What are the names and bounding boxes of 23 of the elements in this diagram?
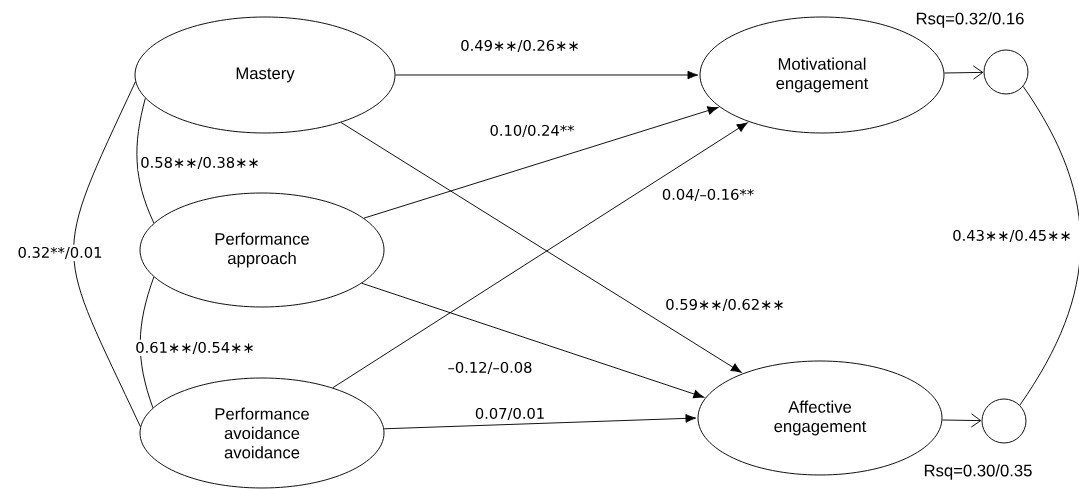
edge-label: 0.10/0.24** <box>487 122 577 140</box>
edge-label: 0.61∗∗/0.54∗∗ <box>133 339 257 357</box>
edge-label: 0.32**/0.01 <box>15 244 105 262</box>
arrow <box>943 65 984 80</box>
edge-label: 0.58∗∗/0.38∗∗ <box>138 154 262 172</box>
r-squared-label: Rsq=0.32/0.16 <box>916 12 1024 28</box>
arrow <box>363 106 719 219</box>
arrow <box>361 282 705 399</box>
edge-label: 0.59∗∗/0.62∗∗ <box>663 296 787 314</box>
residual-circle <box>983 49 1029 95</box>
correlation-curve <box>73 81 141 428</box>
residual-circle <box>981 398 1027 444</box>
edge-label: 0.43∗∗/0.45∗∗ <box>950 227 1074 245</box>
edge-label: 0.07/0.01 <box>472 405 548 423</box>
arrow <box>395 70 699 80</box>
edge-label: –0.12/–0.08 <box>445 359 535 377</box>
arrow <box>941 413 982 428</box>
arrow <box>383 414 697 430</box>
correlation-curve <box>136 97 155 224</box>
r-squared-label: Rsq=0.30/0.35 <box>924 464 1032 480</box>
edge-label: 0.49∗∗/0.26∗∗ <box>458 37 582 55</box>
correlation-curve <box>139 276 155 409</box>
edge-label: 0.04/–0.16** <box>659 186 757 204</box>
